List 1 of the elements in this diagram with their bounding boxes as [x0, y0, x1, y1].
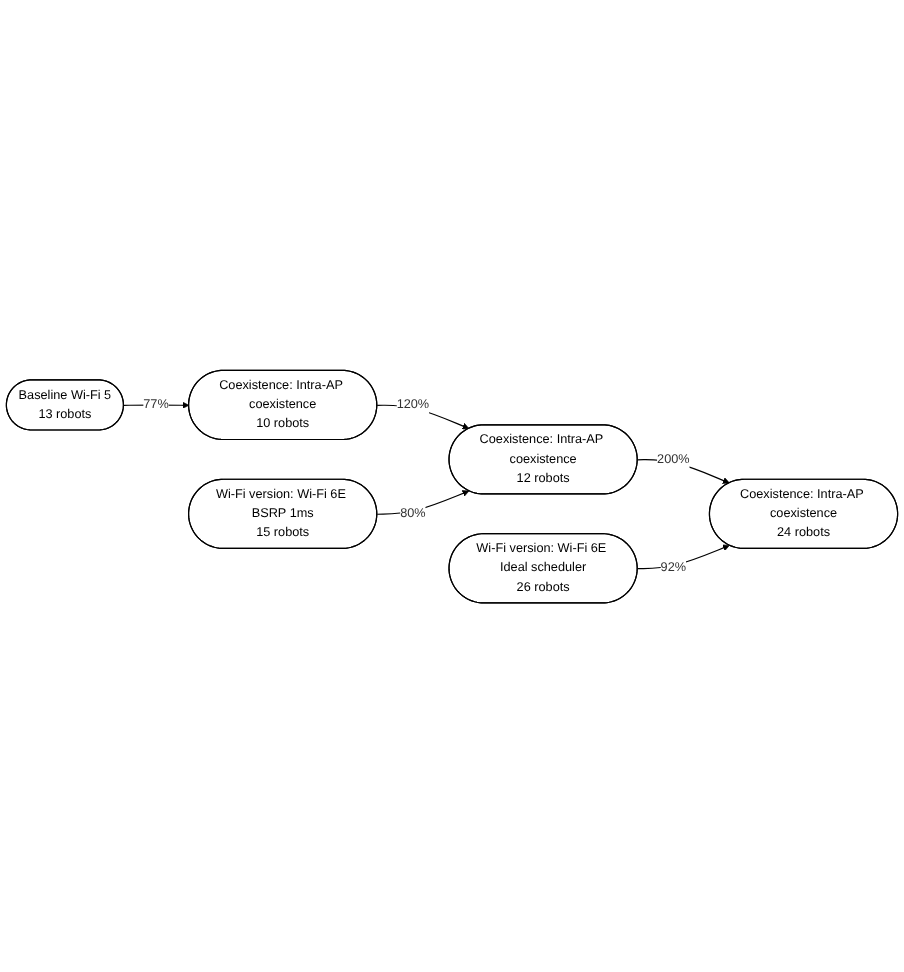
- arrow: [376, 404, 470, 429]
